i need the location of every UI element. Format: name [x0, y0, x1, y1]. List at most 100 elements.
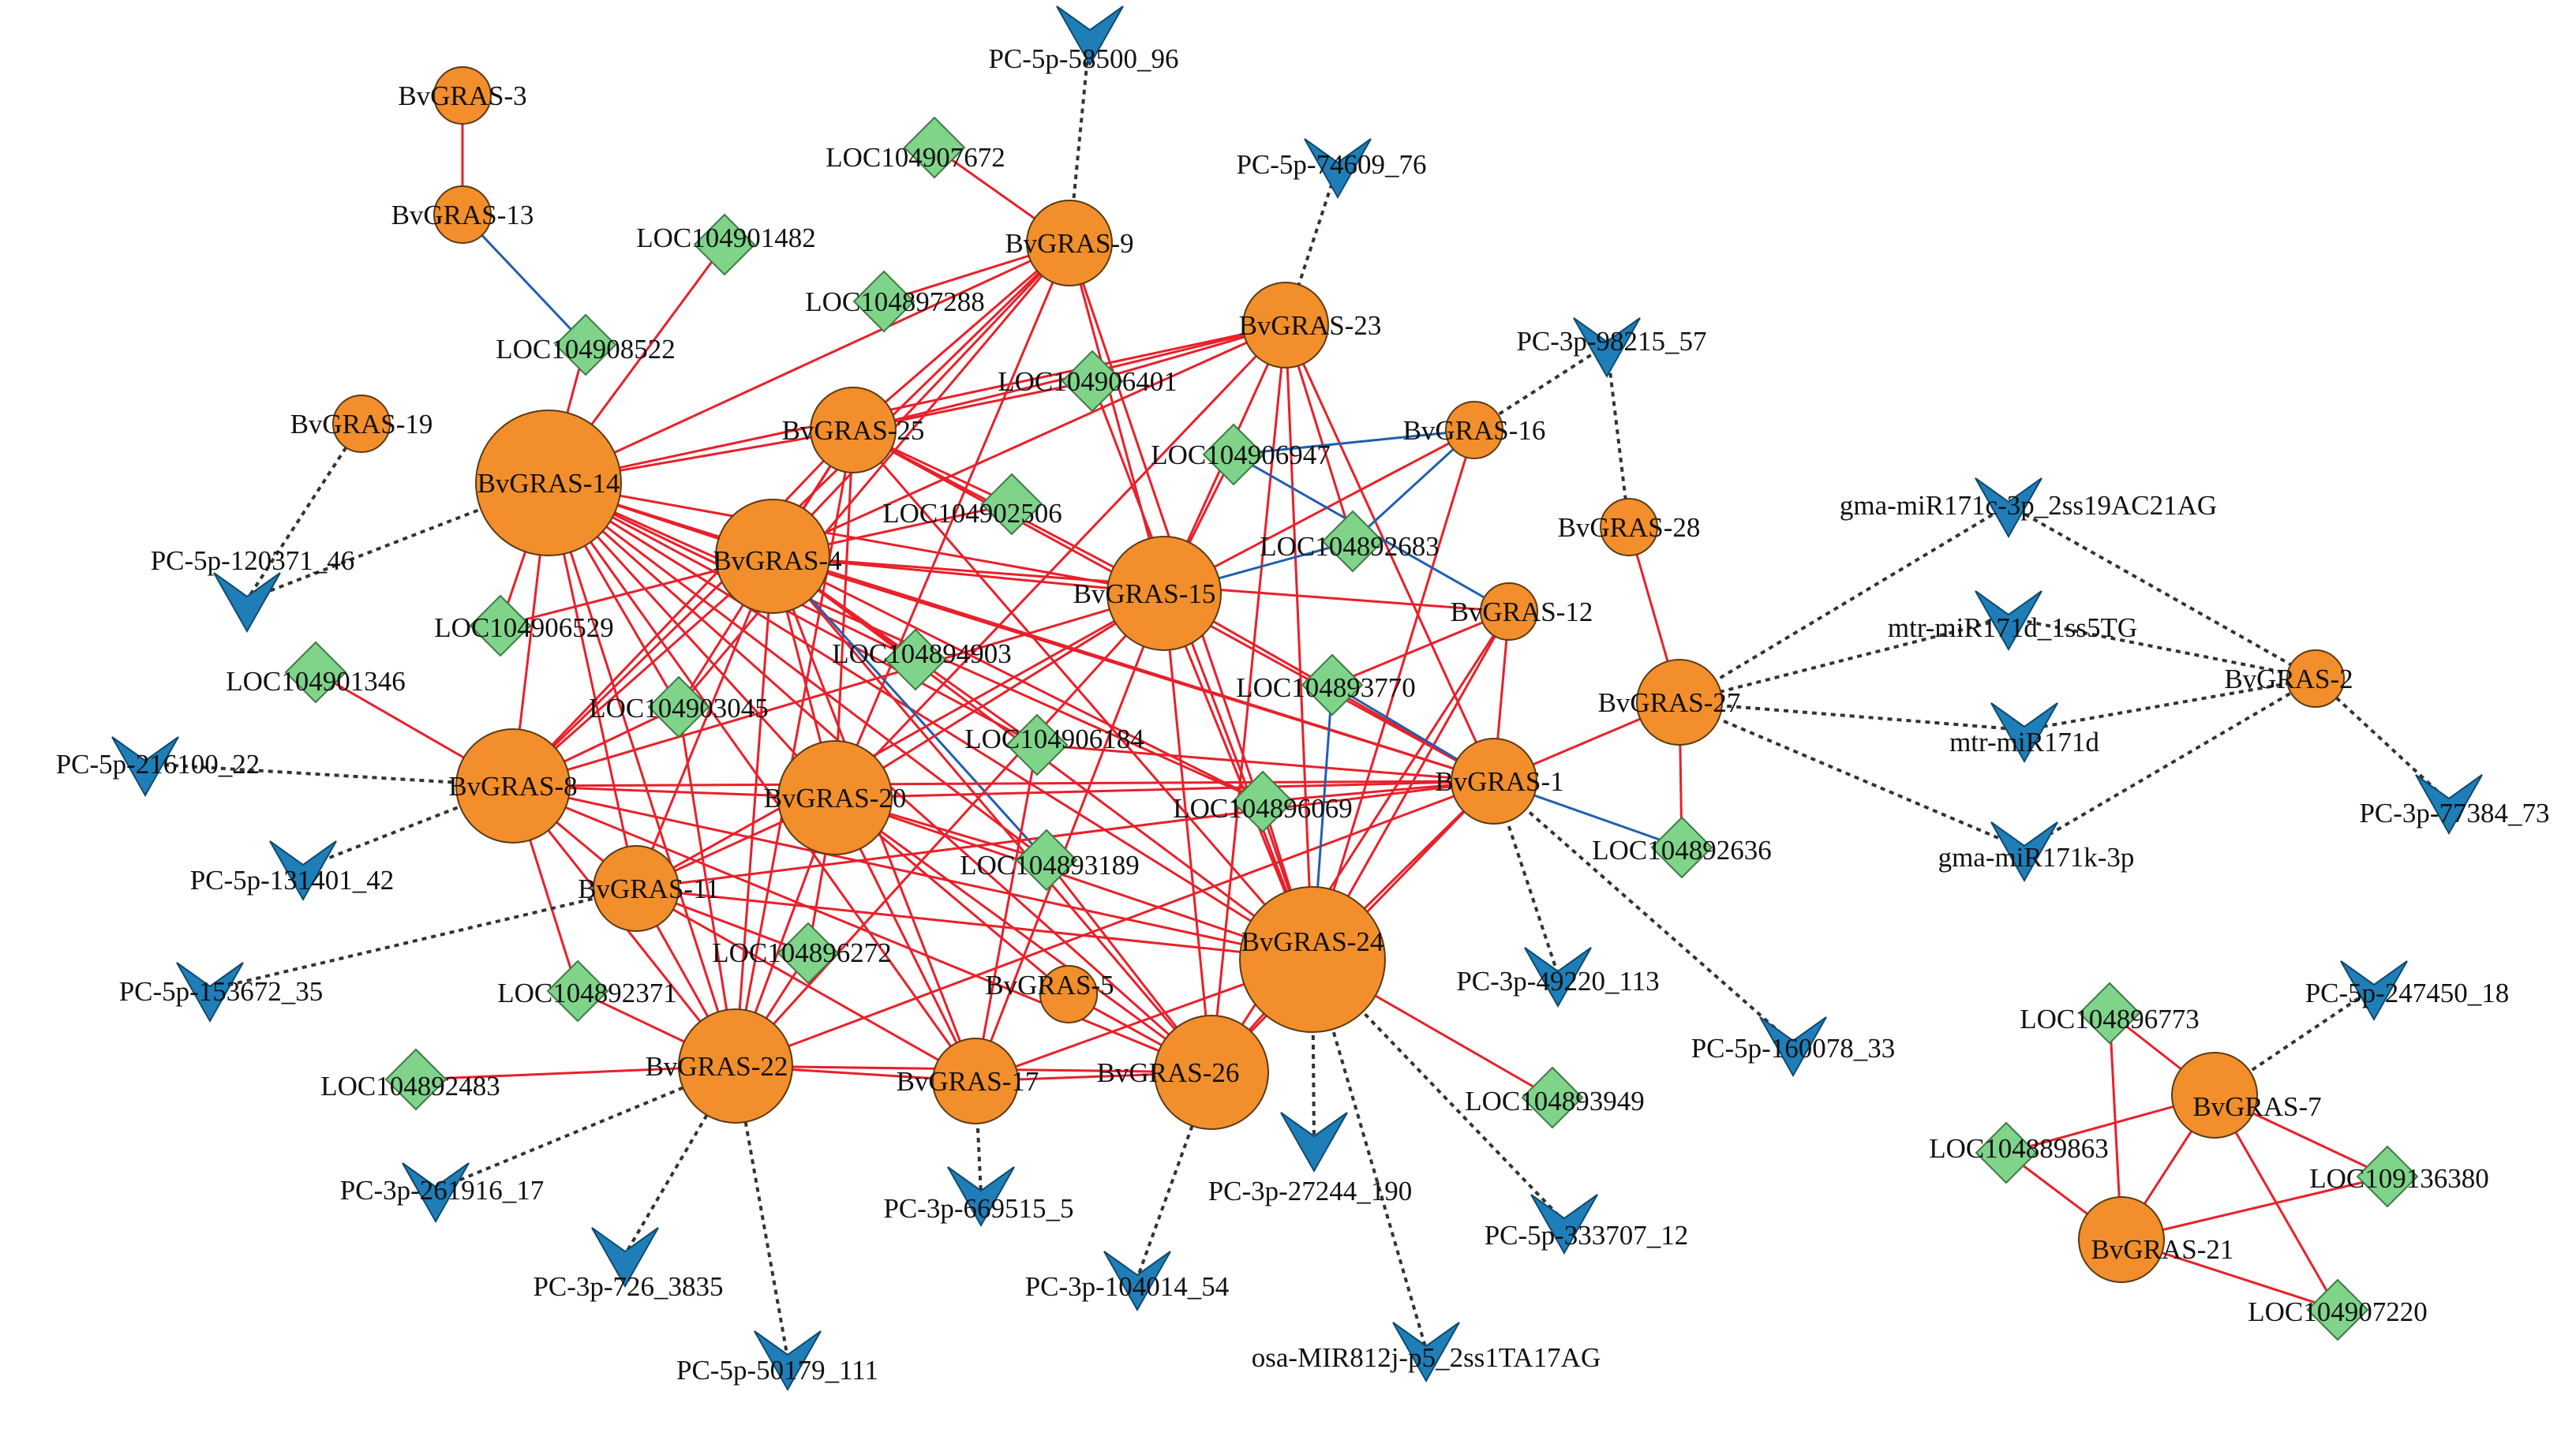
- mirna-node[interactable]: [269, 840, 337, 902]
- lncrna-node[interactable]: [2078, 982, 2141, 1045]
- lncrna-node[interactable]: [980, 473, 1043, 536]
- gene-node[interactable]: [2078, 1196, 2165, 1283]
- positive-coexpression-edge: [548, 481, 1313, 961]
- node-label: BvGRAS-7: [2192, 1091, 2321, 1122]
- node-label: BvGRAS-13: [391, 200, 534, 230]
- gene-node[interactable]: [715, 499, 830, 614]
- node-label: LOC104906947: [1151, 440, 1331, 470]
- positive-coexpression-edge: [635, 887, 1313, 961]
- lncrna-node[interactable]: [2306, 1278, 2369, 1341]
- gene-node[interactable]: [1239, 886, 1386, 1033]
- mirna-node[interactable]: [947, 1166, 1015, 1228]
- gene-node[interactable]: [2286, 649, 2345, 708]
- positive-coexpression-edge: [512, 780, 1495, 787]
- lncrna-node[interactable]: [546, 960, 609, 1023]
- gene-node[interactable]: [1636, 659, 1723, 746]
- gene-node[interactable]: [810, 387, 897, 473]
- mirna-node[interactable]: [1304, 138, 1372, 200]
- mirna-node[interactable]: [1990, 702, 2058, 764]
- gene-node[interactable]: [433, 66, 492, 125]
- node-label: LOC104892683: [1260, 531, 1440, 562]
- gene-node[interactable]: [475, 410, 622, 556]
- node-label: LOC104896272: [712, 937, 892, 968]
- gene-node[interactable]: [1451, 738, 1537, 825]
- lncrna-node[interactable]: [903, 116, 966, 179]
- lncrna-node[interactable]: [852, 270, 915, 333]
- positive-coexpression-edge: [512, 592, 1165, 787]
- lncrna-node[interactable]: [1321, 510, 1384, 573]
- lncrna-node[interactable]: [554, 313, 617, 376]
- mirna-node[interactable]: [1990, 821, 2058, 883]
- mirna-node[interactable]: [1524, 947, 1592, 1008]
- lncrna-node[interactable]: [1202, 423, 1265, 486]
- positive-coexpression-edge: [548, 481, 1038, 746]
- mirna-node[interactable]: [1573, 317, 1641, 379]
- gene-node[interactable]: [932, 1038, 1019, 1124]
- lncrna-node[interactable]: [647, 675, 710, 739]
- gene-node[interactable]: [2171, 1052, 2258, 1139]
- mirna-node[interactable]: [1759, 1016, 1827, 1078]
- gene-node[interactable]: [332, 395, 391, 453]
- negative-coexpression-edge: [771, 555, 1048, 862]
- mirna-node[interactable]: [1530, 1194, 1598, 1255]
- lncrna-node[interactable]: [1231, 770, 1294, 833]
- gene-node[interactable]: [1600, 498, 1658, 556]
- gene-node[interactable]: [1106, 536, 1222, 651]
- mirna-target-edge: [1605, 344, 1631, 528]
- lncrna-node[interactable]: [1301, 653, 1364, 716]
- lncrna-node[interactable]: [469, 594, 532, 657]
- gene-node[interactable]: [1445, 401, 1503, 459]
- positive-coexpression-edge: [547, 482, 737, 1067]
- node-label: LOC104894903: [832, 638, 1012, 669]
- mirna-node[interactable]: [1392, 1322, 1460, 1383]
- mirna-node[interactable]: [2340, 960, 2408, 1022]
- gene-node[interactable]: [593, 845, 680, 932]
- mirna-node[interactable]: [176, 962, 244, 1023]
- mirna-target-edge: [2314, 677, 2451, 803]
- negative-coexpression-edge: [461, 213, 587, 346]
- node-layer: [111, 6, 2483, 1392]
- node-label: LOC104892371: [497, 978, 677, 1008]
- positive-coexpression-edge: [834, 592, 1165, 799]
- mirna-node[interactable]: [1103, 1251, 1171, 1312]
- lncrna-node[interactable]: [384, 1048, 447, 1111]
- gene-node[interactable]: [1154, 1015, 1269, 1130]
- mirna-node[interactable]: [1280, 1112, 1348, 1173]
- lncrna-node[interactable]: [2356, 1145, 2419, 1208]
- gene-node[interactable]: [455, 728, 571, 844]
- mirna-node[interactable]: [754, 1330, 822, 1392]
- lncrna-node[interactable]: [1015, 829, 1078, 892]
- lncrna-node[interactable]: [1005, 713, 1069, 776]
- lncrna-node[interactable]: [884, 628, 947, 691]
- gene-node[interactable]: [777, 740, 893, 855]
- mirna-node[interactable]: [1975, 590, 2042, 652]
- gene-node[interactable]: [1480, 582, 1538, 641]
- mirna-node[interactable]: [402, 1162, 470, 1224]
- mirna-node[interactable]: [111, 736, 179, 798]
- node-label: BvGRAS-1: [1435, 766, 1563, 797]
- lncrna-node[interactable]: [1521, 1066, 1584, 1129]
- node-label: BvGRAS-8: [448, 771, 577, 802]
- gene-node[interactable]: [1026, 200, 1113, 286]
- mirna-node[interactable]: [213, 572, 281, 634]
- mirna-node[interactable]: [1056, 6, 1124, 67]
- node-label: PC-5p-74609_76: [1236, 149, 1426, 180]
- gene-node[interactable]: [1039, 965, 1098, 1023]
- gene-node[interactable]: [678, 1008, 793, 1124]
- positive-coexpression-edge: [1284, 324, 1314, 960]
- node-label: LOC104897288: [805, 286, 985, 317]
- lncrna-node[interactable]: [693, 213, 756, 276]
- mirna-node[interactable]: [2415, 774, 2483, 836]
- node-label: PC-3p-49220_113: [1456, 966, 1659, 997]
- node-label: PC-5p-333707_12: [1485, 1220, 1689, 1251]
- gene-node[interactable]: [1242, 282, 1329, 368]
- lncrna-node[interactable]: [1975, 1121, 2038, 1184]
- lncrna-node[interactable]: [284, 641, 347, 704]
- lncrna-node[interactable]: [1061, 350, 1124, 413]
- lncrna-node[interactable]: [777, 922, 840, 985]
- mirna-node[interactable]: [591, 1227, 659, 1289]
- mirna-node[interactable]: [1975, 477, 2042, 539]
- lncrna-node[interactable]: [1650, 816, 1713, 879]
- gene-node[interactable]: [433, 185, 492, 244]
- mirna-target-edge: [1678, 503, 2010, 704]
